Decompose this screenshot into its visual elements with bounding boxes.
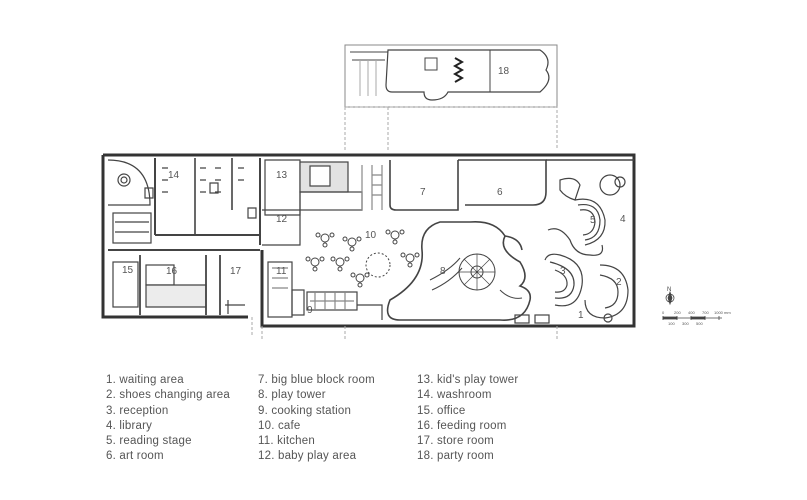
room-number-13: 13 [276, 170, 288, 181]
legend-item: 4. library [106, 419, 153, 432]
legend-item: 9. cooking station [258, 404, 352, 417]
legend-item: 13. kid's play tower [417, 374, 519, 386]
legend-column-1: 1. waiting area 2. shoes changing area 3… [106, 373, 230, 465]
scale-tick-700: 700 [702, 310, 709, 315]
legend-column-3: 13. kid's play tower 14. washroom 15. of… [417, 373, 518, 465]
room-number-5: 5 [590, 215, 596, 226]
left-block [107, 158, 261, 315]
legend-item: 7. big blue block room [258, 374, 375, 386]
legend-item: 6. art room [106, 450, 164, 463]
room-number-6: 6 [497, 187, 503, 198]
room-number-9: 9 [307, 305, 313, 316]
scale-tick-1000: 1000 mm [714, 310, 731, 315]
room-number-17: 17 [230, 266, 242, 277]
room-number-14: 14 [168, 170, 180, 181]
center-left-block [262, 159, 383, 320]
room-number-11: 11 [276, 266, 287, 277]
room-number-7: 7 [420, 187, 426, 198]
scale-tick-400: 400 [688, 310, 695, 315]
room-number-3: 3 [560, 266, 566, 277]
cafe-tables [305, 229, 420, 288]
scale-tick-100: 100 [668, 321, 675, 326]
legend-item: 16. feeding room [417, 419, 507, 432]
scale-tick-300: 300 [682, 321, 689, 326]
upper-floor [344, 44, 558, 150]
room-number-8: 8 [440, 266, 446, 277]
right-block [514, 174, 629, 324]
scale-tick-200: 200 [674, 310, 681, 315]
legend-item: 11. kitchen [258, 435, 315, 448]
outer-walls [101, 153, 636, 328]
legend-item: 18. party room [417, 450, 494, 463]
room-number-1: 1 [578, 310, 584, 321]
legend-item: 12. baby play area [258, 450, 357, 463]
room-numbers: 1 2 3 4 5 6 7 8 9 10 11 12 13 14 15 16 1… [122, 66, 626, 321]
legend-item: 17. store room [417, 435, 494, 448]
legend-item: 3. reception [106, 404, 169, 417]
legend-item: 5. reading stage [106, 435, 192, 448]
top-rooms [389, 159, 634, 211]
legend-item: 2. shoes changing area [106, 389, 230, 402]
scale-tick-500: 500 [696, 321, 703, 326]
north-label: N [667, 287, 671, 293]
room-number-18: 18 [498, 66, 510, 77]
legend-item: 14. washroom [417, 389, 492, 402]
dashed-guides [251, 317, 558, 340]
legend-column-2: 7. big blue block room 8. play tower 9. … [258, 373, 375, 465]
legend-item: 8. play tower [258, 389, 326, 402]
room-number-12: 12 [276, 214, 288, 225]
room-number-10: 10 [365, 230, 377, 241]
room-number-4: 4 [620, 214, 626, 225]
legend-item: 1. waiting area [106, 374, 184, 386]
north-arrow: N [665, 287, 675, 306]
legend-item: 10. cafe [258, 419, 301, 432]
scale-tick-0: 0 [662, 310, 665, 315]
play-tower-area [386, 220, 532, 321]
room-number-2: 2 [616, 277, 622, 288]
legend-item: 15. office [417, 404, 466, 417]
scale-bar: 0 200 400 700 1000 mm 100 300 500 [662, 310, 731, 326]
room-number-16: 16 [166, 266, 178, 277]
room-number-15: 15 [122, 265, 134, 276]
